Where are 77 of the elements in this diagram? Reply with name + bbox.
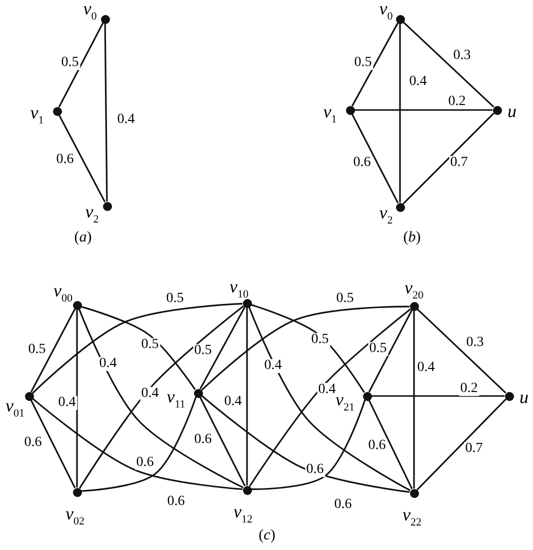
edge-line (372, 395, 504, 397)
edge-line (58, 22, 104, 108)
vertex-label: v$_{00}$ (54, 282, 72, 304)
vertex-label: v$_{11}$ (166, 388, 186, 410)
vertex-label: v$_{0}$ (379, 0, 393, 22)
edge-label: 0.4 (140, 387, 160, 401)
vertex-dot (362, 392, 372, 400)
edge-line (354, 109, 492, 111)
edge-label: 0.5 (60, 56, 80, 70)
edge-label: 0.5 (368, 342, 388, 356)
edge-line (402, 112, 494, 204)
edge-line (250, 304, 365, 393)
edge-line (402, 22, 494, 108)
panel-caption: (a) (74, 230, 92, 246)
vertex-label: v$_{10}$ (230, 278, 248, 300)
edge-line (416, 398, 506, 490)
edge-line (32, 302, 243, 394)
vertex-dot (24, 392, 34, 400)
vertex-label: v$_{1}$ (30, 104, 44, 126)
panel-caption: (b) (403, 230, 421, 246)
vertex-dot (100, 14, 110, 24)
edge-line (104, 24, 108, 202)
edge-label: 0.4 (263, 359, 283, 373)
edge-line (199, 306, 246, 390)
vertex-dot (242, 486, 252, 494)
edge-label: 0.5 (310, 333, 330, 347)
vertex-dot (396, 202, 404, 212)
vertex-label: v$_{0}$ (83, 0, 97, 22)
vertex-dot (194, 388, 202, 398)
edge-line (199, 396, 246, 486)
edge-line (76, 310, 78, 488)
vertex-label: v$_{2}$ (379, 204, 393, 226)
edge-line (351, 22, 399, 106)
vertex-dot (410, 488, 418, 498)
vertex-label: v$_{12}$ (234, 502, 252, 526)
edge-label: 0.6 (305, 463, 325, 477)
edge-label: 0.6 (135, 456, 155, 470)
edge-line (32, 398, 243, 490)
edge-line (30, 308, 76, 392)
vertex-label: v$_{22}$ (402, 506, 422, 528)
vertex-dot (242, 298, 252, 308)
vertex-label: v$_{2}$ (85, 202, 99, 226)
edge-line (246, 308, 248, 486)
vertex-dot (52, 106, 62, 116)
edge-line (58, 114, 106, 202)
vertex-label: v$_{20}$ (404, 278, 424, 302)
vertex-dot (492, 106, 502, 114)
vertex-dot (346, 106, 354, 114)
panel-caption: (c) (258, 528, 276, 544)
edge-line (351, 114, 399, 204)
edge-line (81, 396, 197, 492)
vertex-dot (72, 300, 82, 310)
edge-line (80, 306, 196, 390)
vertex-label: v$_{21}$ (336, 390, 354, 414)
vertex-label: v$_{1}$ (323, 102, 337, 126)
vertex-label: u (520, 388, 528, 406)
edge-line (368, 310, 413, 392)
vertex-label: v$_{02}$ (66, 504, 84, 528)
edge-label: 0.4 (57, 396, 77, 410)
edge-line (368, 400, 413, 490)
edge-line (399, 24, 401, 202)
edge-line (416, 308, 506, 394)
vertex-dot (504, 392, 514, 400)
vertex-dot (410, 302, 418, 310)
edge-line (30, 400, 76, 488)
vertex-dot (72, 488, 82, 496)
vertex-label: u (508, 102, 516, 120)
edge-label: 0.5 (353, 56, 373, 70)
edge-line (251, 400, 366, 490)
vertex-label: v$_{01}$ (6, 396, 24, 420)
edge-label: 0.4 (98, 357, 118, 371)
edge-line (413, 310, 415, 488)
edge-label: 0.2 (459, 382, 479, 396)
vertex-dot (102, 202, 112, 210)
edge-line (201, 306, 410, 391)
edge-line (201, 395, 410, 493)
vertex-dot (396, 14, 404, 24)
